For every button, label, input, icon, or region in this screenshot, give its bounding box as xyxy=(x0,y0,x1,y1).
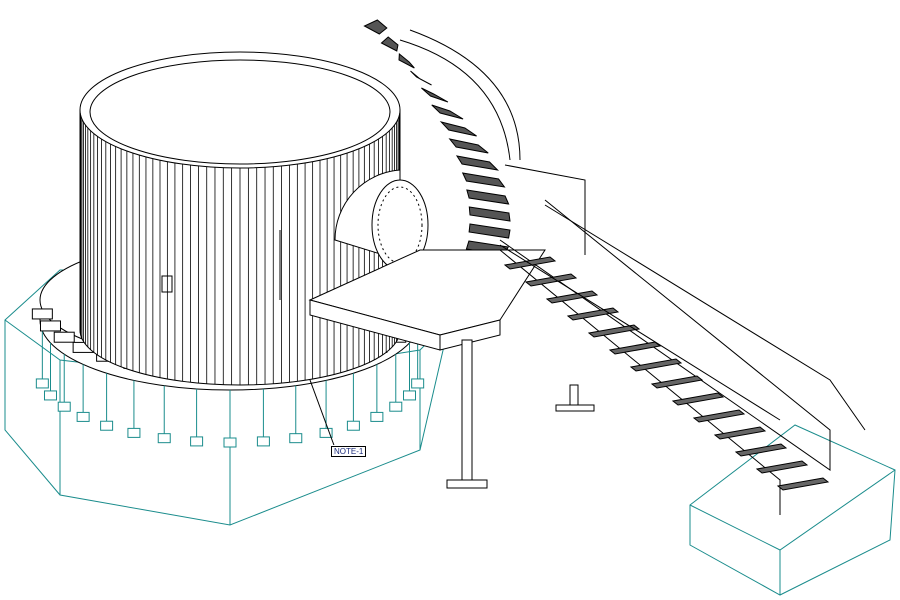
stair-tread xyxy=(629,358,683,372)
hex-nut-icon xyxy=(35,378,49,389)
bolt-chair xyxy=(31,308,53,320)
guard-rail xyxy=(504,164,586,255)
spiral-tread xyxy=(363,19,388,35)
hex-nut-icon xyxy=(256,436,270,447)
spiral-tread xyxy=(461,172,506,188)
spiral-tread xyxy=(421,87,449,103)
spiral-tread xyxy=(398,52,415,69)
manway xyxy=(334,169,429,271)
bolt-chair xyxy=(39,320,61,332)
hex-nut-icon xyxy=(346,420,360,431)
hex-nut-icon xyxy=(223,437,237,448)
stair-stringer xyxy=(499,199,831,471)
spiral-tread xyxy=(410,70,432,86)
stair-handrail xyxy=(499,244,781,421)
hex-nut-icon xyxy=(370,411,384,422)
stair-tread xyxy=(587,324,641,338)
stair-tread xyxy=(671,392,725,406)
platform xyxy=(279,230,595,489)
spiral-tread xyxy=(466,189,510,205)
stair-tread xyxy=(755,460,809,474)
spiral-tread xyxy=(439,121,477,137)
spiral-handrail xyxy=(399,39,511,161)
hex-nut-icon xyxy=(190,436,204,447)
stair-tread xyxy=(776,477,830,491)
hex-nut-icon xyxy=(319,427,333,438)
spiral-tread xyxy=(455,155,500,171)
hex-nut-icon xyxy=(127,427,141,438)
bolt-chair xyxy=(53,331,75,343)
spiral-tread xyxy=(468,223,511,239)
stair-tread xyxy=(503,256,557,270)
stair-tread xyxy=(650,375,704,389)
spiral-stair xyxy=(363,19,521,256)
stair-stringer xyxy=(499,249,781,515)
hex-nut-icon xyxy=(76,411,90,422)
hex-nut-icon xyxy=(389,401,403,412)
spiral-handrail xyxy=(409,29,521,161)
straight-stair xyxy=(499,164,866,515)
spiral-tread xyxy=(468,206,511,222)
stair-handrail xyxy=(544,204,866,431)
spiral-tread xyxy=(448,138,489,154)
spiral-tread xyxy=(380,36,399,52)
stair-tread xyxy=(692,409,746,423)
hex-nut-icon xyxy=(100,420,114,431)
hex-nut-icon xyxy=(411,378,425,389)
spiral-tread xyxy=(431,104,464,120)
leader-line xyxy=(309,379,336,449)
stair-tread xyxy=(524,273,578,287)
hex-nut-icon xyxy=(43,390,57,401)
hex-nut-icon xyxy=(157,433,171,444)
stair-tread xyxy=(713,426,767,440)
concrete-pad xyxy=(689,424,896,596)
hex-nut-icon xyxy=(403,390,417,401)
stair-tread xyxy=(608,341,662,355)
stair-tread xyxy=(734,443,788,457)
note-callout: NOTE-1 xyxy=(329,445,368,458)
hex-nut-icon xyxy=(57,401,71,412)
hex-nut-icon xyxy=(289,433,303,444)
